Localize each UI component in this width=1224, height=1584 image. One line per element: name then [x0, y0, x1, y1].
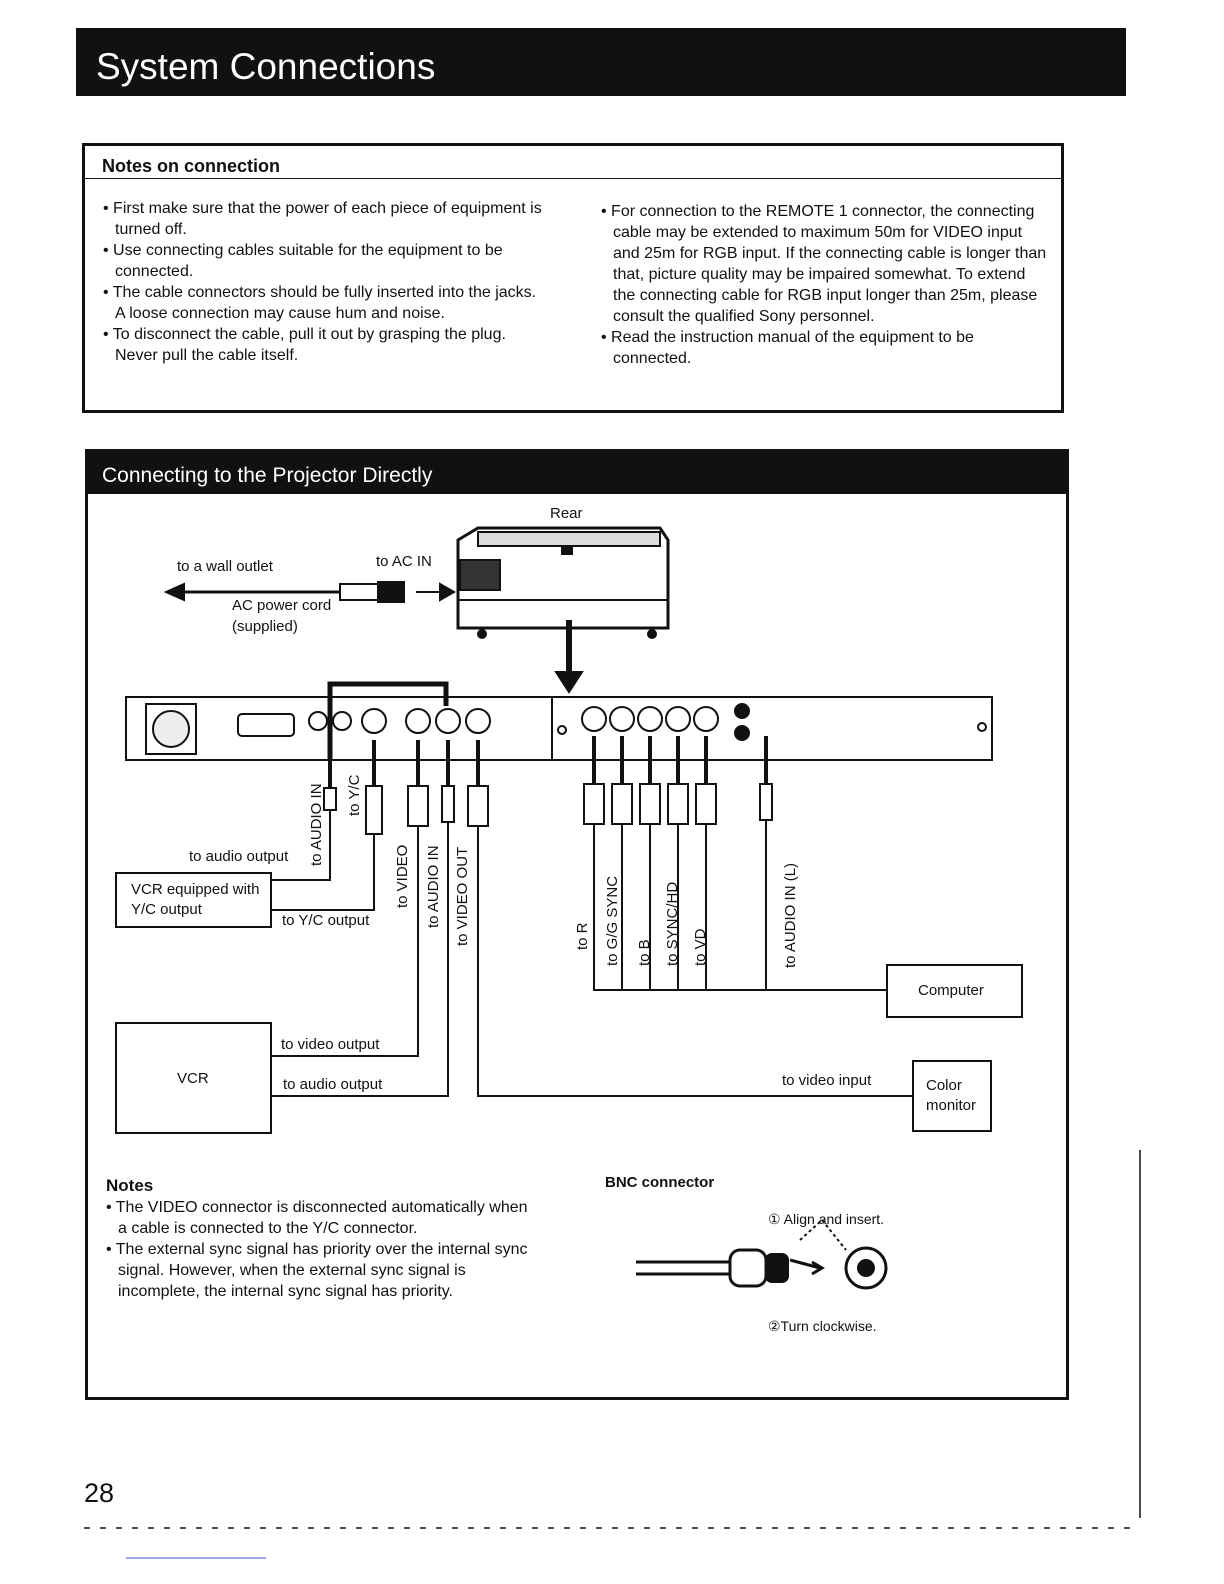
to-ggsync-label: to G/G SYNC [604, 875, 621, 966]
page-title-bar: System Connections [76, 28, 1126, 96]
power-cord-label: AC power cord [232, 597, 332, 614]
rear-label: Rear [550, 505, 583, 522]
notes-right-list: For connection to the REMOTE 1 connector… [601, 201, 1049, 369]
notes-heading-bottom: Notes [106, 1176, 154, 1195]
section-heading: Connecting to the Projector Directly [102, 464, 433, 487]
vcr-yc-label: VCR equipped with Y/C output [131, 881, 260, 918]
to-video-output-label: to video output [281, 1036, 380, 1053]
to-video-label: to VIDEO [394, 844, 411, 908]
connecting-section: Connecting to the Projector Directly [85, 449, 1069, 1400]
notes-heading: Notes on connection [102, 156, 281, 176]
to-r-label: to R [574, 922, 591, 950]
to-audio-in-l-label: to AUDIO IN (L) [782, 862, 799, 968]
page-title: System Connections [96, 46, 436, 87]
computer-box: Computer [886, 964, 1023, 1018]
to-video-out-label: to VIDEO OUT [454, 846, 471, 946]
notes-bottom-list: The VIDEO connector is disconnected auto… [106, 1197, 536, 1302]
bnc-step1: ① Align and insert. [768, 1211, 885, 1227]
section-header: Connecting to the Projector Directly [88, 452, 1066, 494]
list-item: For connection to the REMOTE 1 connector… [601, 201, 1049, 327]
vcr-box: VCR [115, 1022, 272, 1134]
list-item: First make sure that the power of each p… [103, 198, 543, 240]
projector-illustration [456, 526, 670, 639]
to-synchd-label: to SYNC/HD [664, 881, 681, 966]
to-b-label: to B [636, 939, 653, 966]
vcr-yc-box: VCR equipped with Y/C output [115, 872, 272, 928]
list-item: The VIDEO connector is disconnected auto… [106, 1197, 536, 1239]
to-audio-output-label: to audio output [189, 848, 289, 865]
list-item: Read the instruction manual of the equip… [601, 327, 1049, 369]
to-vd-label: to VD [692, 928, 709, 966]
notes-left-list: First make sure that the power of each p… [103, 198, 543, 366]
notes-header: Notes on connection [85, 146, 1061, 179]
list-item: The external sync signal has priority ov… [106, 1239, 536, 1302]
ac-in-label: to AC IN [376, 553, 432, 570]
notes-on-connection-box: Notes on connection First make sure that… [82, 143, 1064, 413]
bnc-heading: BNC connector [605, 1174, 715, 1191]
wall-outlet-label: to a wall outlet [177, 558, 273, 575]
page-number: 28 [84, 1478, 115, 1508]
bnc-step2: ②Turn clockwise. [768, 1318, 877, 1334]
rear-panel-right [551, 696, 993, 761]
to-audio-in-label: to AUDIO IN [308, 783, 325, 866]
to-audio-output-2-label: to audio output [283, 1076, 383, 1093]
to-yc-label: to Y/C [346, 774, 363, 816]
to-yc-output-label: to Y/C output [282, 912, 370, 929]
bnc-connector-illustration [636, 1218, 888, 1290]
power-cord [163, 581, 457, 603]
color-monitor-box: Color monitor [912, 1060, 992, 1132]
vcr-label: VCR [177, 1070, 209, 1087]
supplied-label: (supplied) [232, 618, 298, 635]
to-audio-in-2-label: to AUDIO IN [425, 845, 442, 928]
to-video-input-label: to video input [782, 1072, 872, 1089]
computer-label: Computer [918, 982, 984, 999]
list-item: The cable connectors should be fully ins… [103, 282, 543, 324]
rear-panel-left [125, 696, 553, 761]
list-item: To disconnect the cable, pull it out by … [103, 324, 543, 366]
list-item: Use connecting cables suitable for the e… [103, 240, 543, 282]
color-monitor-label: Color monitor [926, 1077, 977, 1114]
